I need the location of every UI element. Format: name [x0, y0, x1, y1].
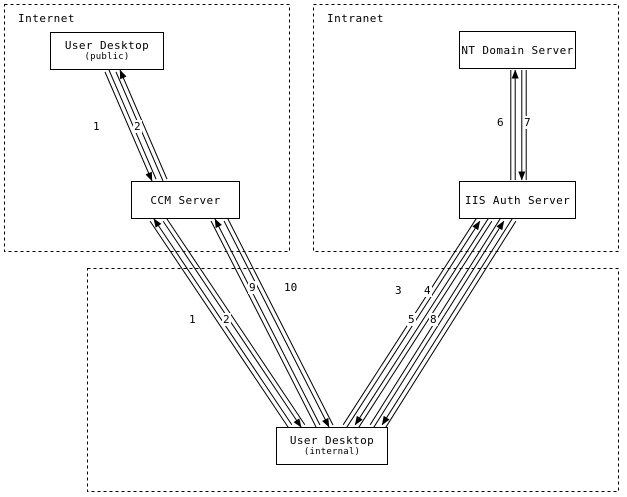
edge-label-e4: 4 — [423, 284, 432, 297]
edge-line-primary — [373, 220, 505, 428]
edge-line-primary — [381, 218, 513, 426]
edges-layer — [104, 69, 527, 428]
node-user-desktop-public[interactable]: User Desktop(public) — [50, 32, 164, 70]
edge-line-secondary — [210, 220, 317, 428]
node-nt-domain-server[interactable]: NT Domain Server — [459, 31, 576, 69]
edge-label-e6: 6 — [496, 116, 505, 129]
edge-line-secondary — [166, 218, 306, 426]
edge-label-e2: 2 — [133, 120, 142, 133]
node-title-user-desktop-public: User Desktop — [64, 39, 150, 52]
edge-line-secondary — [385, 220, 517, 428]
edge-line-primary — [214, 218, 321, 426]
edge-label-e1b: 1 — [188, 313, 197, 326]
node-title-nt-domain-server: NT Domain Server — [461, 43, 574, 57]
edge-line-primary — [119, 69, 168, 180]
node-subtitle-user-desktop-public: (public) — [84, 52, 130, 62]
edge-line-primary — [354, 218, 489, 426]
zone-boundary-internal — [87, 268, 619, 492]
edge-line-secondary — [227, 218, 334, 426]
edge-line-primary — [162, 220, 302, 428]
edge-label-e8: 8 — [429, 313, 438, 326]
edge-label-e5: 5 — [407, 313, 416, 326]
node-user-desktop-internal[interactable]: User Desktop(internal) — [276, 427, 388, 465]
node-title-iis-auth-server: IIS Auth Server — [464, 193, 571, 207]
node-ccm-server[interactable]: CCM Server — [131, 181, 240, 219]
edge-1-user-desktop-public-to-ccm-server — [104, 69, 157, 182]
node-subtitle-user-desktop-internal: (internal) — [303, 447, 361, 457]
node-title-user-desktop-internal: User Desktop — [289, 434, 375, 447]
edge-label-e3: 3 — [394, 284, 403, 297]
edge-1-user-desktop-internal-to-ccm-server — [149, 218, 293, 428]
node-title-ccm-server: CCM Server — [150, 193, 221, 207]
zone-label-internet: Internet — [18, 12, 75, 25]
edge-line-primary — [104, 71, 153, 182]
edge-4-iis-auth-server-to-user-desktop-internal — [354, 218, 493, 428]
edge-line-secondary — [358, 220, 493, 428]
zone-boundary-internet — [4, 4, 290, 252]
node-iis-auth-server[interactable]: IIS Auth Server — [459, 181, 576, 219]
zone-boundaries-layer — [4, 4, 619, 492]
edge-9-user-desktop-internal-to-ccm-server — [210, 218, 321, 428]
edge-line-secondary — [149, 220, 289, 428]
edge-label-e1: 1 — [92, 120, 101, 133]
edge-2-ccm-server-to-user-desktop-internal — [162, 218, 306, 428]
edge-line-secondary — [108, 69, 157, 180]
edge-10-ccm-server-to-user-desktop-internal — [223, 218, 334, 428]
edge-line-primary — [223, 220, 330, 428]
edge-label-e7: 7 — [523, 116, 532, 129]
edge-label-e9: 9 — [248, 281, 257, 294]
edge-6-iis-auth-server-to-nt-domain-server — [510, 69, 519, 180]
edge-label-e2b: 2 — [222, 313, 231, 326]
edge-8-iis-auth-server-to-user-desktop-internal — [381, 218, 517, 428]
zone-label-intranet: Intranet — [327, 12, 384, 25]
zone-boundary-intranet — [313, 4, 619, 252]
edge-label-e10: 10 — [283, 281, 299, 294]
